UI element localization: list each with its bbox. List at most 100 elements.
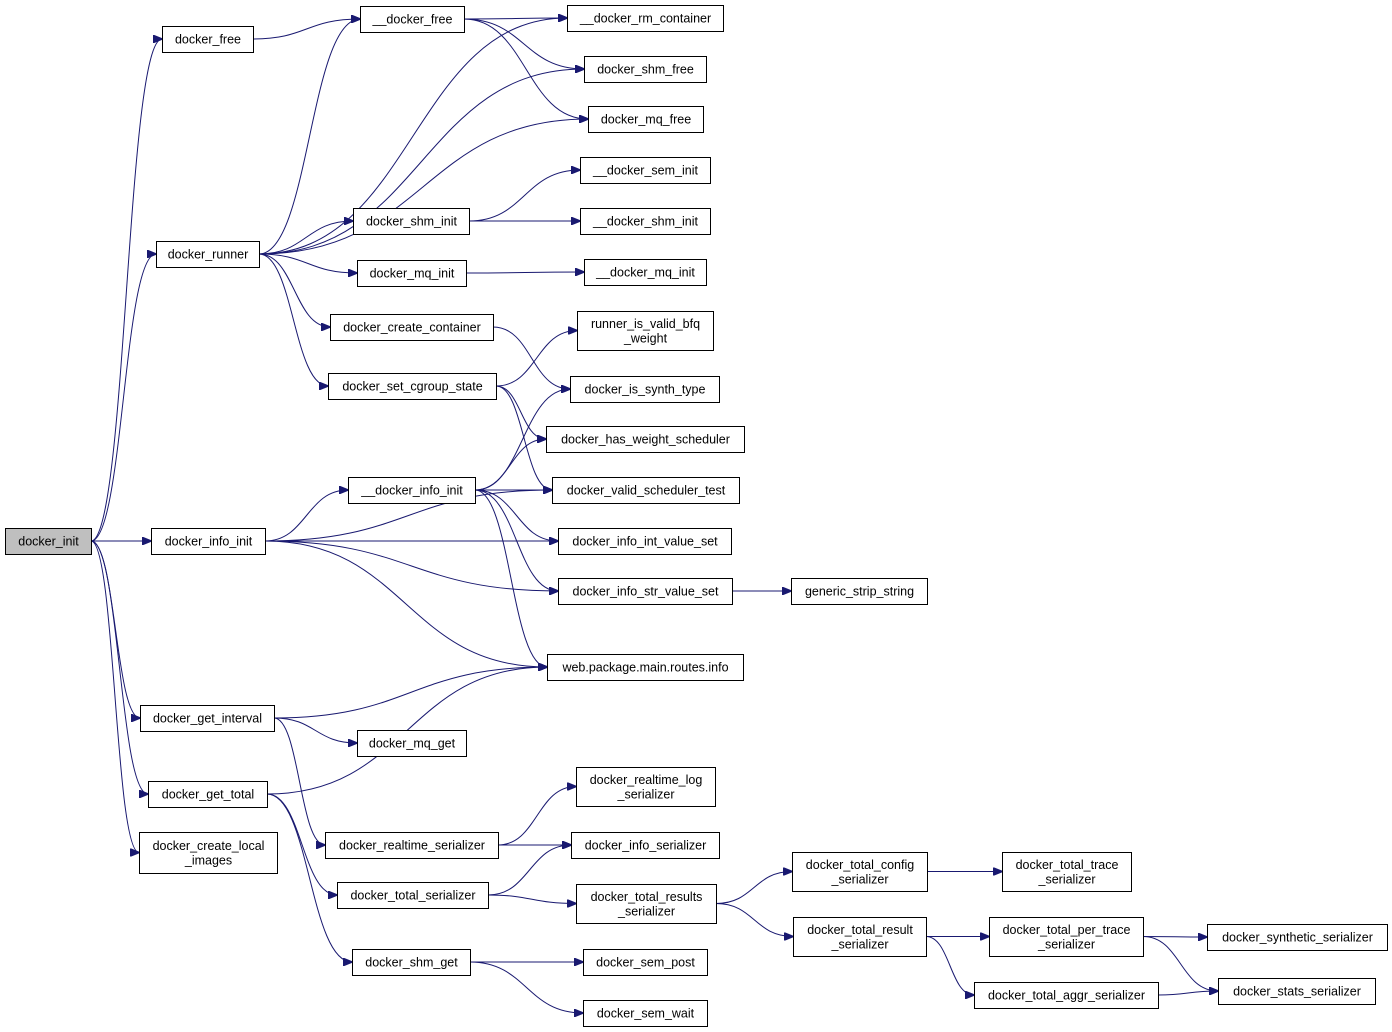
node-box [357,730,467,757]
node-label: docker_mq_init [370,267,455,281]
edge-docker-get-interval-to-docker-realtime-serializer [273,717,325,845]
node-docker-stats-serializer[interactable]: docker_stats_serializer [1218,978,1376,1005]
node-docker-get-total[interactable]: docker_get_total [148,781,268,808]
node-label: docker_total_config [806,858,914,872]
node-docker-info-init[interactable]: docker_info_init [151,528,266,555]
node-docker-total-trace-serializer[interactable]: docker_total_trace_serializer [1002,852,1132,892]
edge-docker-init-to-docker-free [90,39,162,542]
node-box [552,477,740,504]
node-docker-synthetic-serializer[interactable]: docker_synthetic_serializer [1207,924,1388,951]
node-label: web.package.main.routes.info [561,661,728,675]
node-box [791,578,928,605]
node-box [325,832,499,859]
node-docker-mq-init[interactable]: __docker_mq_init [584,259,707,286]
node-box [360,6,465,33]
node-label: docker_create_local [153,839,265,853]
edge-docker-runner-to-docker-mq-free [258,119,588,255]
node-box [1207,924,1388,951]
node-docker-shm-init[interactable]: docker_shm_init [353,208,470,235]
node-docker-mq-init[interactable]: docker_mq_init [357,260,467,287]
node-docker-is-synth-type[interactable]: docker_is_synth_type [570,376,720,403]
node-docker-sem-init[interactable]: __docker_sem_init [580,157,711,184]
node-label: __docker_mq_init [595,266,695,280]
node-box [162,26,254,53]
node-label: docker_mq_get [369,737,456,751]
node-docker-mq-get[interactable]: docker_mq_get [357,730,467,757]
node-runner-is-valid-bfq-weight[interactable]: runner_is_valid_bfq_weight [577,311,714,351]
node-box [584,259,707,286]
node-label: __docker_free [372,13,453,27]
node-docker-shm-free[interactable]: docker_shm_free [584,56,707,83]
node-box [792,852,928,892]
node-docker-info-serializer[interactable]: docker_info_serializer [571,832,720,859]
node-label: docker_total_trace [1016,858,1119,872]
edge-docker-init-to-docker-runner [90,254,156,542]
node-box [580,208,711,235]
edge-docker-runner-to-docker-set-cgroup-state [258,253,328,386]
node-box [571,832,720,859]
node-docker-free[interactable]: __docker_free [360,6,465,33]
node-docker-runner[interactable]: docker_runner [156,241,260,268]
node-box [546,426,745,453]
node-docker-has-weight-scheduler[interactable]: docker_has_weight_scheduler [546,426,745,453]
node-label: __docker_sem_init [592,164,698,178]
node-docker-create-container[interactable]: docker_create_container [330,314,494,341]
node-web-package-main-routes-info[interactable]: web.package.main.routes.info [547,654,744,681]
edge-docker-total-results-serializer-to-docker-total-config-serializer [715,872,792,904]
node-docker-rm-container[interactable]: __docker_rm_container [567,5,724,32]
node-box [337,882,489,909]
node-docker-total-per-trace-serializer[interactable]: docker_total_per_trace_serializer [989,917,1144,957]
node-label: docker_realtime_serializer [339,839,485,853]
node-box [148,781,268,808]
node-box [139,832,278,874]
node-label: docker_total_results [591,890,703,904]
edge-docker-runner-to-docker-shm-free [258,69,584,255]
node-docker-info-int-value-set[interactable]: docker_info_int_value_set [558,528,732,555]
node-docker-free[interactable]: docker_free [162,26,254,53]
edge-docker-shm-init-to-docker-sem-init [468,170,580,222]
node-box [328,373,497,400]
node-label: docker_stats_serializer [1233,985,1361,999]
node-docker-info-init[interactable]: __docker_info_init [348,477,476,504]
edge-docker-total-aggr-serializer-to-docker-stats-serializer [1157,991,1218,996]
node-docker-info-str-value-set[interactable]: docker_info_str_value_set [558,578,733,605]
node-label: docker_get_interval [153,712,262,726]
node-docker-sem-wait[interactable]: docker_sem_wait [583,1000,708,1027]
node-docker-realtime-serializer[interactable]: docker_realtime_serializer [325,832,499,859]
node-docker-total-config-serializer[interactable]: docker_total_config_serializer [792,852,928,892]
node-docker-mq-free[interactable]: docker_mq_free [588,106,704,133]
node-generic-strip-string[interactable]: generic_strip_string [791,578,928,605]
edge-docker-total-result-serializer-to-docker-total-aggr-serializer [925,936,974,996]
node-docker-shm-get[interactable]: docker_shm_get [352,949,471,976]
node-docker-sem-post[interactable]: docker_sem_post [583,949,708,976]
edge-docker-info-init-to-docker-valid-scheduler-test [264,490,552,542]
node-box [357,260,467,287]
node-docker-set-cgroup-state[interactable]: docker_set_cgroup_state [328,373,497,400]
node-docker-total-serializer[interactable]: docker_total_serializer [337,882,489,909]
node-docker-realtime-log-serializer[interactable]: docker_realtime_log_serializer [576,767,716,807]
edge-docker-info-init-to-docker-info-str-value-set [264,540,558,591]
node-box [1218,978,1376,1005]
edge-docker-runner-to-docker-free [258,19,360,255]
node-label: docker_set_cgroup_state [342,380,482,394]
node-label: __docker_rm_container [579,12,711,26]
node-box [352,949,471,976]
node-docker-create-local-images[interactable]: docker_create_local_images [139,832,278,874]
node-label: generic_strip_string [805,585,914,599]
node-label: docker_create_container [343,321,481,335]
edge-docker-total-serializer-to-docker-info-serializer [487,845,571,896]
node-docker-init[interactable]: docker_init [5,528,92,555]
node-docker-get-interval[interactable]: docker_get_interval [140,705,275,732]
node-box [558,578,733,605]
node-docker-shm-init[interactable]: __docker_shm_init [580,208,711,235]
edge-docker-free-to-docker-mq-free [463,18,588,119]
node-docker-valid-scheduler-test[interactable]: docker_valid_scheduler_test [552,477,740,504]
node-docker-total-aggr-serializer[interactable]: docker_total_aggr_serializer [974,982,1159,1009]
node-docker-total-results-serializer[interactable]: docker_total_results_serializer [576,884,717,924]
node-label: docker_total_serializer [350,889,475,903]
node-docker-total-result-serializer[interactable]: docker_total_result_serializer [793,917,927,957]
node-box [570,376,720,403]
edge-docker-set-cgroup-state-to-docker-valid-scheduler-test [495,385,552,490]
node-box [580,157,711,184]
node-label: docker_get_total [162,788,254,802]
